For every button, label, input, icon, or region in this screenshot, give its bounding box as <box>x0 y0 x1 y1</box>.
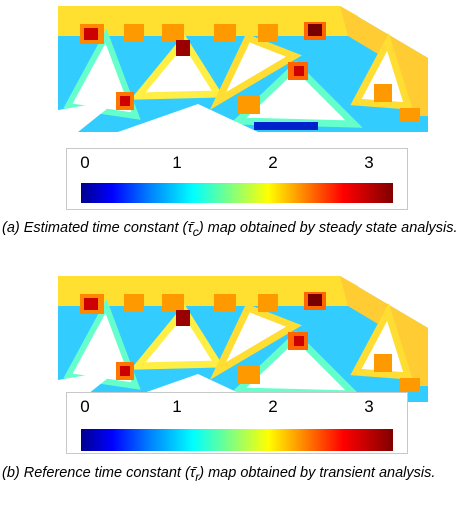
node-10 <box>238 96 260 114</box>
node-2 <box>124 24 144 42</box>
node-10 <box>238 366 260 384</box>
caption-b-subscript: r <box>195 469 200 484</box>
node-12 <box>400 108 420 122</box>
node-1-core <box>84 28 98 40</box>
colorbar-gradient <box>81 183 393 203</box>
colorbar-tick: 0 <box>80 153 90 172</box>
caption-b-prefix: (b) Reference time constant ( <box>2 465 190 481</box>
node-2 <box>124 294 144 312</box>
colorbar-tick: 2 <box>268 397 278 416</box>
node-9-core <box>120 366 130 376</box>
colorbar-tick: 1 <box>172 397 182 416</box>
node-8-core <box>294 66 304 76</box>
caption-b-symbol: τ̄ <box>189 465 196 481</box>
node-7-core <box>308 294 322 306</box>
colorbar-gradient <box>81 429 393 451</box>
colorbar-tick: 3 <box>364 397 374 416</box>
colorbar-a: 0 1 2 3 <box>66 148 408 210</box>
caption-a-suffix: ) map obtained by steady state analysis. <box>198 220 458 236</box>
node-9-core <box>120 96 130 106</box>
node-4 <box>176 310 190 326</box>
node-5 <box>214 24 236 42</box>
caption-a-prefix: (a) Estimated time constant ( <box>2 220 188 236</box>
colorbar-tick: 2 <box>268 153 278 172</box>
triangle-mid-left <box>130 34 225 100</box>
colorbar-tick: 3 <box>364 153 374 172</box>
node-6 <box>258 294 278 312</box>
caption-a-symbol: τ̄ <box>187 220 193 236</box>
node-3 <box>162 294 184 312</box>
node-7-core <box>308 24 322 36</box>
node-11 <box>374 354 392 372</box>
time-constant-map-steady-state <box>58 6 428 132</box>
caption-a: (a) Estimated time constant (τ̄c) map ob… <box>2 219 470 242</box>
triangle-center <box>209 303 302 380</box>
caption-a-subscript: c <box>192 224 199 239</box>
node-3 <box>162 24 184 42</box>
node-4 <box>176 40 190 56</box>
node-1-core <box>84 298 98 310</box>
bottom-left-void <box>58 100 118 132</box>
triangle-center <box>209 33 302 110</box>
triangle-far-right <box>350 32 413 110</box>
caption-b-suffix: ) map obtained by transient analysis. <box>199 465 436 481</box>
node-11 <box>374 84 392 102</box>
node-12 <box>400 378 420 392</box>
triangle-mid-left <box>130 304 225 370</box>
base-strip <box>254 122 318 130</box>
time-constant-map-transient <box>58 276 428 402</box>
bottom-void <box>118 104 258 132</box>
node-6 <box>258 24 278 42</box>
node-8-core <box>294 336 304 346</box>
colorbar-tick: 1 <box>172 153 182 172</box>
colorbar-tick: 0 <box>80 397 90 416</box>
caption-b: (b) Reference time constant (τ̄r) map ob… <box>2 464 470 487</box>
colorbar-b: 0 1 2 3 <box>66 392 408 454</box>
node-5 <box>214 294 236 312</box>
triangle-far-right <box>350 302 413 380</box>
